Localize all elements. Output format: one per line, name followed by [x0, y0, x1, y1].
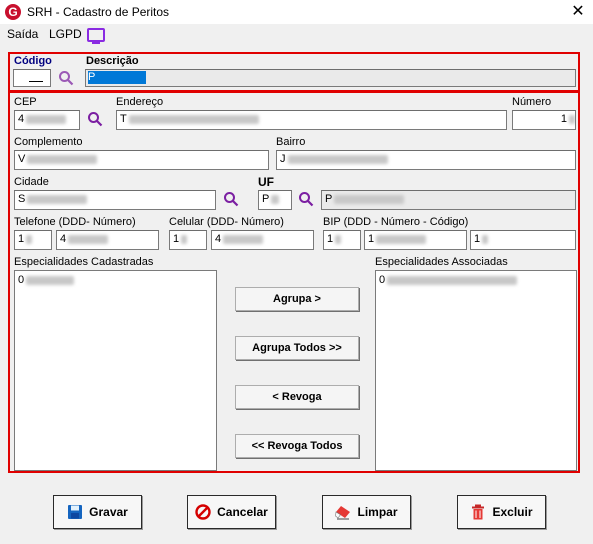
celular-ddd-input[interactable]: 1	[169, 230, 207, 250]
cancel-icon	[195, 504, 211, 520]
menu-bar	[0, 24, 593, 46]
trash-icon	[470, 504, 486, 520]
limpar-button[interactable]: Limpar	[322, 495, 411, 529]
celular-label: Celular (DDD- Número)	[169, 216, 284, 228]
descricao-input[interactable]: P	[85, 69, 576, 87]
codigo-label: Código	[14, 55, 52, 67]
associadas-listbox[interactable]: 0	[375, 270, 577, 471]
gravar-button[interactable]: Gravar	[53, 495, 142, 529]
celular-numero-input[interactable]: 4	[211, 230, 314, 250]
close-icon[interactable]: ✕	[571, 3, 585, 20]
uf-input[interactable]: P	[258, 190, 292, 210]
cidade-input[interactable]: S	[14, 190, 216, 210]
search-icon[interactable]	[298, 191, 314, 207]
list-item[interactable]: 0	[379, 274, 573, 286]
app-logo-icon: G	[5, 4, 21, 20]
search-icon[interactable]	[87, 111, 103, 127]
revoga-button[interactable]: < Revoga	[235, 385, 359, 409]
complemento-label: Complemento	[14, 136, 83, 148]
agrupa-todos-button[interactable]: Agrupa Todos >>	[235, 336, 359, 360]
cep-input[interactable]: 4	[14, 110, 80, 130]
numero-label: Número	[512, 96, 552, 108]
codigo-input[interactable]	[13, 69, 51, 87]
endereco-input[interactable]: T	[116, 110, 507, 130]
cep-label: CEP	[14, 96, 37, 108]
numero-input[interactable]: 1	[512, 110, 576, 130]
bip-label: BIP (DDD - Número - Código)	[323, 216, 469, 228]
menu-item-saida[interactable]: Saída	[7, 27, 39, 41]
telefone-numero-input[interactable]: 4	[56, 230, 159, 250]
cancelar-button[interactable]: Cancelar	[187, 495, 276, 529]
excluir-button[interactable]: Excluir	[457, 495, 546, 529]
save-icon	[67, 504, 83, 520]
cadastradas-label: Especialidades Cadastradas	[14, 256, 154, 268]
search-icon[interactable]	[58, 70, 74, 86]
bip-ddd-input[interactable]: 1	[323, 230, 361, 250]
menu-item-lgpd[interactable]: LGPD	[49, 27, 82, 41]
agrupa-button[interactable]: Agrupa >	[235, 287, 359, 311]
main-section	[8, 91, 580, 473]
bairro-input[interactable]: J	[276, 150, 576, 170]
bip-numero-input[interactable]: 1	[364, 230, 467, 250]
telefone-ddd-input[interactable]: 1	[14, 230, 52, 250]
eraser-icon	[335, 504, 351, 520]
uf-label: UF	[258, 175, 274, 189]
associadas-label: Especialidades Associadas	[375, 256, 508, 268]
window-title: SRH - Cadastro de Peritos	[27, 5, 170, 19]
monitor-icon[interactable]	[87, 28, 105, 44]
cadastradas-listbox[interactable]: 0	[14, 270, 217, 471]
title-bar	[0, 0, 593, 24]
complemento-input[interactable]: V	[14, 150, 269, 170]
telefone-label: Telefone (DDD- Número)	[14, 216, 136, 228]
list-item[interactable]: 0	[18, 274, 213, 286]
uf-description-input[interactable]: P	[321, 190, 576, 210]
endereco-label: Endereço	[116, 96, 164, 108]
cidade-label: Cidade	[14, 176, 49, 188]
bairro-label: Bairro	[276, 136, 306, 148]
bip-codigo-input[interactable]: 1	[470, 230, 576, 250]
search-icon[interactable]	[223, 191, 239, 207]
descricao-label: Descrição	[86, 55, 139, 67]
revoga-todos-button[interactable]: << Revoga Todos	[235, 434, 359, 458]
